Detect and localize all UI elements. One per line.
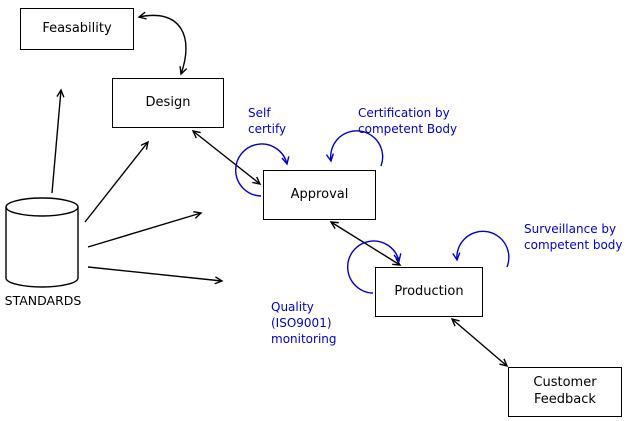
- arrow-standards-production: [87, 266, 224, 285]
- loop-quality-monitoring: [347, 240, 402, 294]
- annotation-quality-monitoring: Quality (ISO9001) monitoring: [271, 300, 337, 347]
- node-customer-feedback: Customer Feedback: [508, 367, 622, 417]
- annotation-self-certify: Self certify: [248, 106, 287, 137]
- node-production: Production: [375, 267, 483, 317]
- arrow-design-approval: [191, 130, 262, 185]
- annotation-certification: Certification by competent Body: [358, 106, 458, 137]
- node-design: Design: [112, 78, 224, 128]
- loop-certification: [325, 130, 384, 167]
- loop-self-certify: [235, 143, 290, 197]
- annotation-surveillance: Surveillance by competent body: [524, 222, 623, 253]
- standards-cylinder-body: [5, 207, 79, 288]
- arrow-standards-design: [84, 140, 149, 223]
- node-approval: Approval: [263, 170, 376, 220]
- arrow-standards-feasability: [51, 88, 65, 194]
- standards-label: STANDARDS: [4, 293, 82, 308]
- arrow-feasability-design: [137, 11, 188, 76]
- arrow-production-customer-feedback: [450, 317, 509, 368]
- standards-cylinder-top: [5, 197, 79, 217]
- arrow-standards-approval: [87, 210, 203, 248]
- arrow-approval-production: [329, 221, 402, 266]
- node-feasability: Feasability: [20, 8, 134, 50]
- loop-surveillance: [452, 230, 510, 268]
